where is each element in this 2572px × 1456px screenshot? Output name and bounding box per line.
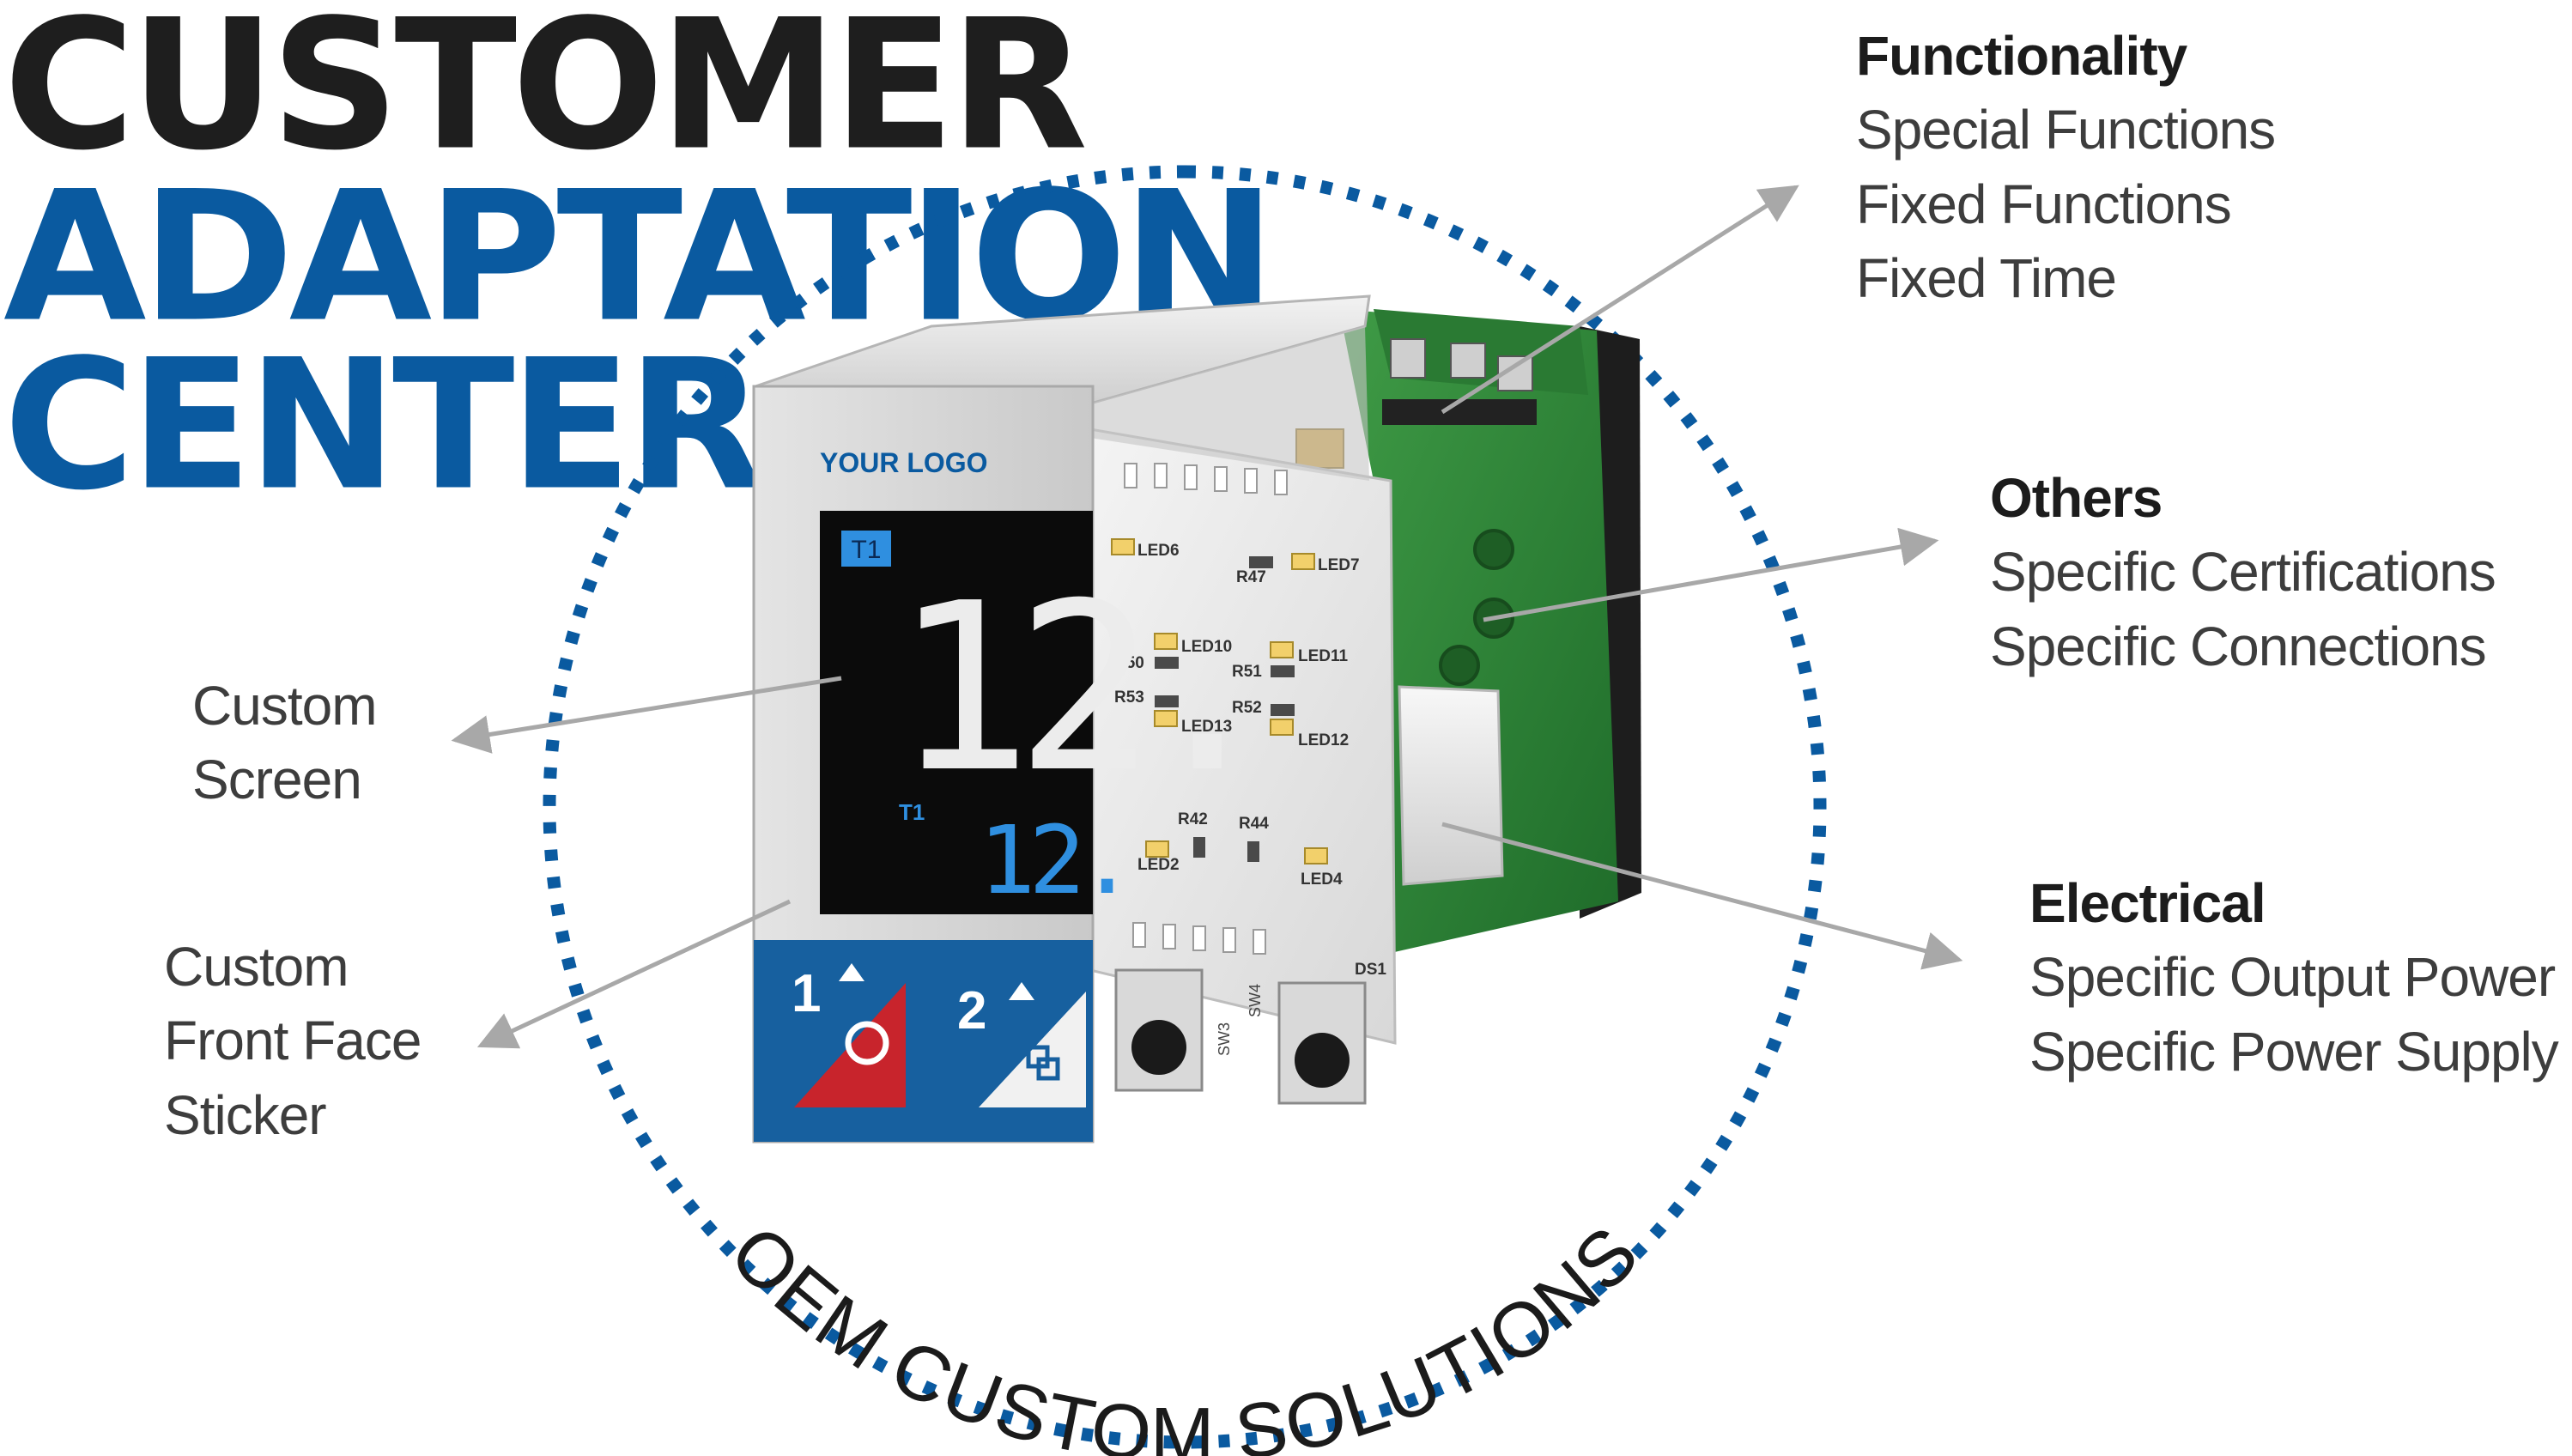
pcb-label: LED13 <box>1181 718 1232 736</box>
arrow-custom-screen <box>451 676 842 754</box>
callout-functionality: Functionality Special Functions Fixed Fu… <box>1856 19 2276 316</box>
pcb-label: LED7 <box>1318 556 1360 574</box>
timer-badge-small: T1 <box>899 799 925 825</box>
pcb-label: R50 <box>1114 654 1144 672</box>
lcd-secondary-value: 12. <box>979 805 1129 915</box>
arrow-front-face <box>476 899 792 1049</box>
lcd-main-value: 12. <box>893 553 1260 823</box>
pcb-label: SW3 <box>1216 1022 1233 1056</box>
pcb-label: R47 <box>1236 568 1266 586</box>
timer-badge: T1 <box>851 536 881 564</box>
front-face-sticker: 1 2 <box>754 940 1093 1142</box>
pcb-label: SW4 <box>1247 984 1264 1017</box>
sticker-button-1-label: 1 <box>792 964 821 1023</box>
sticker-button-2-label: 2 <box>957 981 986 1040</box>
others-heading: Others <box>1990 467 2163 529</box>
oem-arc-text: OEM CUSTOM SOLUTIONS <box>713 1210 1656 1456</box>
others-item: Specific Certifications <box>1990 541 2496 604</box>
relay <box>1398 685 1504 886</box>
callout-custom-front-face: Custom Front Face Sticker <box>164 930 422 1152</box>
pcb-label: R53 <box>1114 689 1144 707</box>
pcb-label: R52 <box>1232 699 1262 717</box>
pcb-label: LED11 <box>1298 647 1349 665</box>
functionality-item: Fixed Functions <box>1856 173 2232 235</box>
others-item: Specific Connections <box>1990 615 2487 677</box>
functionality-item: Special Functions <box>1856 99 2276 161</box>
custom-front-face-line: Custom <box>164 936 349 998</box>
electrical-item: Specific Output Power <box>2029 946 2556 1009</box>
pcb-label: R42 <box>1178 810 1208 828</box>
title-customer: CUSTOMER <box>3 0 1088 191</box>
lcd-screen <box>820 511 1093 914</box>
functionality-item: Fixed Time <box>1856 247 2117 310</box>
your-logo: YOUR LOGO <box>820 447 988 478</box>
functionality-heading: Functionality <box>1856 25 2187 87</box>
oem-arc-textpath: OEM CUSTOM SOLUTIONS <box>713 1210 1654 1456</box>
callout-custom-screen: Custom Screen <box>192 669 377 817</box>
push-button-1 <box>1114 968 1204 1092</box>
pcb-label: LED12 <box>1298 731 1349 749</box>
arrow-others <box>1483 527 1939 622</box>
custom-screen-line: Custom <box>192 675 377 737</box>
electrical-heading: Electrical <box>2029 872 2266 934</box>
callout-electrical: Electrical Specific Output Power Specifi… <box>2029 866 2559 1089</box>
arrow-electrical <box>1441 822 1963 970</box>
electrical-item: Specific Power Supply <box>2029 1020 2559 1083</box>
pcb-label: LED10 <box>1181 638 1232 656</box>
arrow-functionality <box>1441 185 1799 415</box>
push-button-2 <box>1277 981 1367 1105</box>
dotted-circle <box>543 165 1827 1449</box>
pcb-label: R51 <box>1232 663 1262 681</box>
pcb-label: DS1 <box>1355 961 1386 979</box>
pcb-label: LED2 <box>1137 856 1180 874</box>
pcb-label: LED4 <box>1301 871 1343 889</box>
pcb-label: LED6 <box>1137 542 1180 560</box>
custom-screen-line: Screen <box>192 749 362 811</box>
callout-others: Others Specific Certifications Specific … <box>1990 461 2496 683</box>
pcb-label: R44 <box>1239 815 1269 833</box>
custom-front-face-line: Front Face <box>164 1010 422 1072</box>
custom-front-face-line: Sticker <box>164 1083 327 1146</box>
